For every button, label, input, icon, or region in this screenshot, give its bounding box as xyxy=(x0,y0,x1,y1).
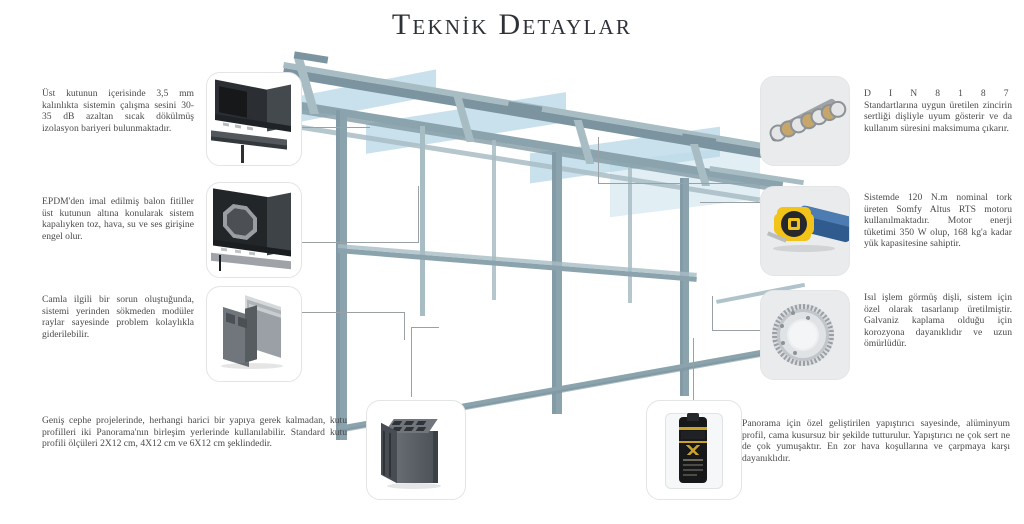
leader-line xyxy=(404,312,405,340)
galvanised-gear-image xyxy=(760,290,850,380)
leader-line xyxy=(286,127,370,128)
callout-text-somfy-motor: Sistemde 120 N.m nominal tork üreten Som… xyxy=(864,192,1012,250)
leader-line xyxy=(598,183,760,184)
callout-text-adhesive: Panorama için özel geliştirilen yapıştır… xyxy=(742,418,1010,464)
adhesive-cartridge-image xyxy=(646,400,742,500)
callout-text-hardened-gear: Isıl işlem görmüş dişli, sistem için öze… xyxy=(864,292,1012,350)
leader-line xyxy=(418,186,419,243)
callout-text-epdm-seal: EPDM'den imal edilmiş balon fitiller üst… xyxy=(42,196,194,242)
callout-text-box-profiles: Geniş cephe projelerinde, herhangi haric… xyxy=(42,415,347,450)
roller-chain-image xyxy=(760,76,850,166)
leader-line xyxy=(693,338,694,400)
callout-text-modular-rails: Camla ilgili bir sorun oluştuğunda, sist… xyxy=(42,294,194,340)
leader-line xyxy=(598,137,599,184)
somfy-motor-image xyxy=(760,186,850,276)
leader-line xyxy=(700,202,760,203)
box-profile-extrusion-image xyxy=(366,400,466,500)
callout-text-din-chain: D I N 8 1 8 7 Standartlarına uygun üreti… xyxy=(864,88,1012,134)
leader-line xyxy=(286,312,404,313)
page-title: Teknik Detaylar xyxy=(391,8,633,41)
leader-line xyxy=(411,327,412,397)
leader-line xyxy=(286,242,418,243)
leader-line xyxy=(712,330,760,331)
din-standard-label: D I N 8 1 8 7 xyxy=(864,88,1012,99)
callout-text-insulation-barrier: Üst kutunun içerisinde 3,5 mm kalınlıkta… xyxy=(42,88,194,134)
leader-line xyxy=(411,327,439,328)
pergola-structure xyxy=(280,48,806,440)
top-box-profile-image xyxy=(206,72,302,166)
aluminium-rail-image xyxy=(206,286,302,382)
leader-line xyxy=(712,296,713,331)
din-standard-body: Standartlarına uygun üretilen zincirin s… xyxy=(864,99,1012,134)
roller-box-image xyxy=(206,182,302,278)
